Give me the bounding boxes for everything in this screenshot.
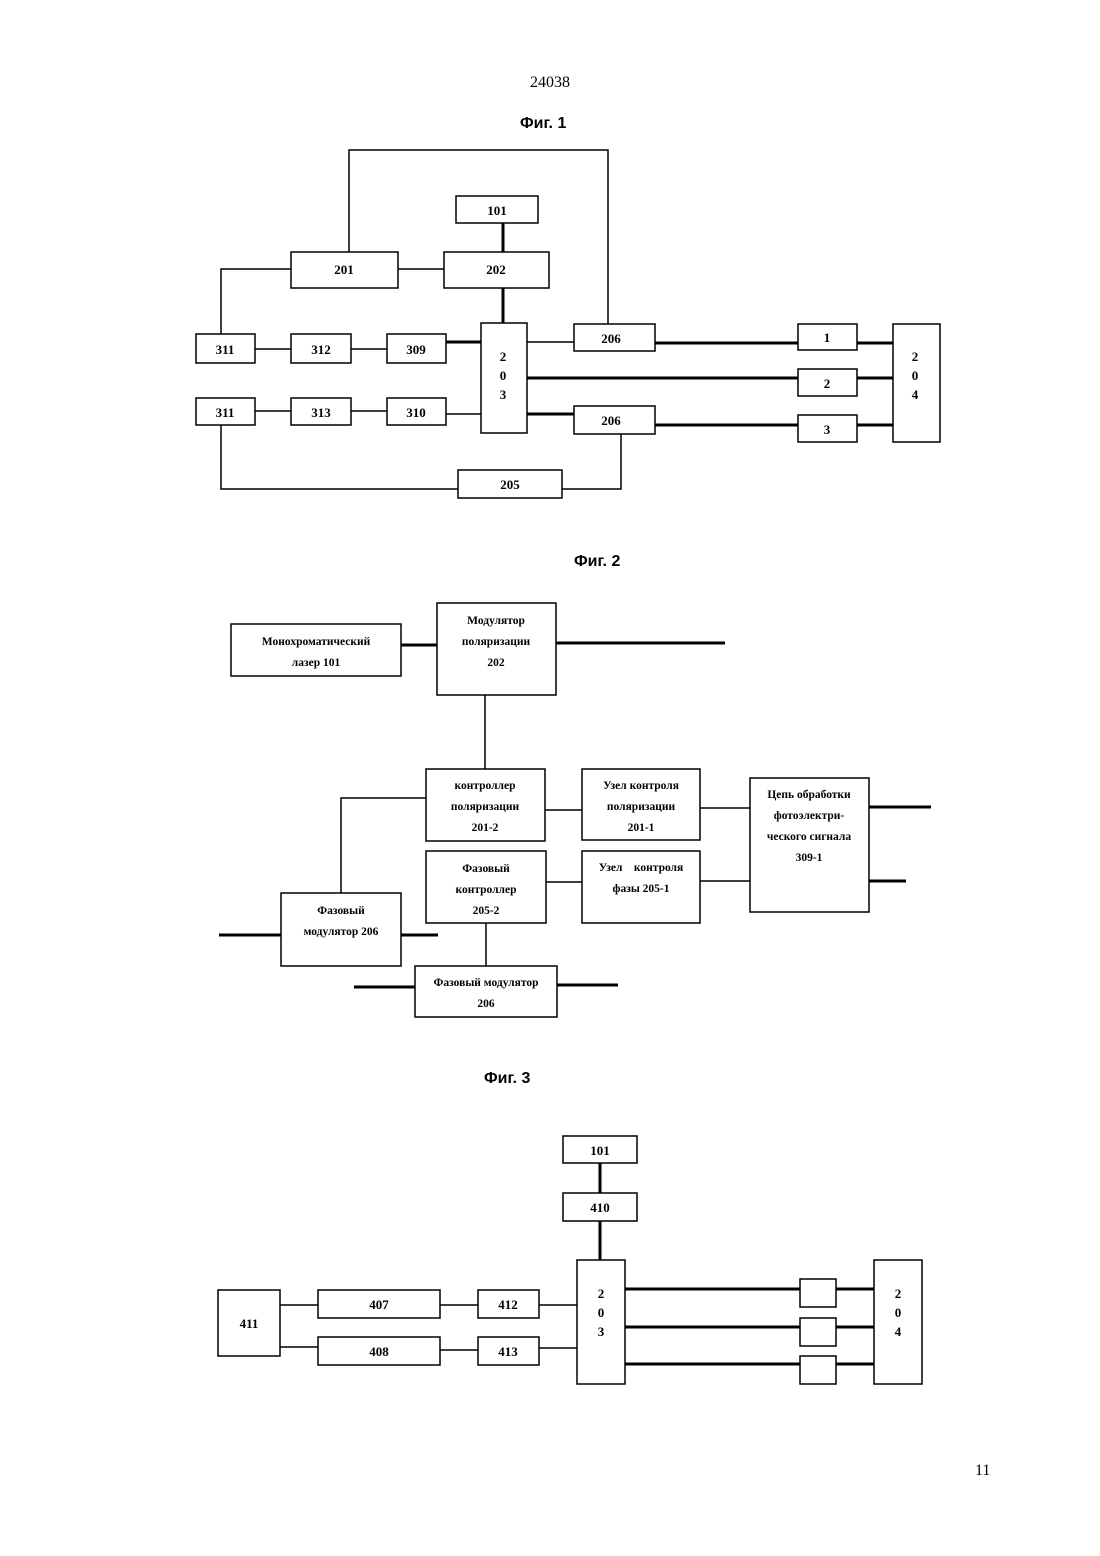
fig1-block-204	[893, 324, 940, 442]
fig1-label-313: 313	[311, 405, 331, 420]
fig3-label-203-1: 2	[598, 1286, 605, 1301]
fig2-label-phasectrl-3: 205-2	[473, 905, 500, 917]
fig2-link-controller-phasemod	[341, 798, 426, 893]
fig3-label-101: 101	[590, 1143, 610, 1158]
fig2-label-phasemod-bottom-1: Фазовый модулятор	[433, 977, 538, 989]
fig1-label-1: 1	[824, 330, 831, 345]
fig1-link-205-206	[562, 434, 621, 489]
fig1-label-201: 201	[334, 262, 354, 277]
fig3-block-203	[577, 1260, 625, 1384]
fig1-label-203-3: 3	[500, 387, 507, 402]
fig3-label-412: 412	[498, 1297, 518, 1312]
fig2-label-phasemod-left-2: модулятор 206	[304, 926, 379, 938]
fig2-label-polnode-2: поляризации	[607, 801, 676, 813]
fig1-link-201-206	[349, 150, 608, 324]
fig2-label-polnode-1: Узел контроля	[603, 780, 679, 792]
fig1-label-204-1: 2	[912, 349, 919, 364]
fig3-block-unlabeled-3	[800, 1356, 836, 1384]
fig2-label-polnode-3: 201-1	[628, 822, 655, 834]
fig1-label-206b: 206	[601, 413, 621, 428]
fig3-label-204-2: 0	[895, 1305, 902, 1320]
fig2-label-polctrl-3: 201-2	[472, 822, 499, 834]
fig1-label-3: 3	[824, 422, 831, 437]
fig2-label-phasectrl-2: контроллер	[455, 884, 516, 896]
fig2-label-phasenode-1: Узел контроля	[599, 862, 683, 874]
fig1-label-310: 310	[406, 405, 426, 420]
fig3-block-unlabeled-1	[800, 1279, 836, 1307]
fig3-label-408: 408	[369, 1344, 389, 1359]
fig3-label-204-1: 2	[895, 1286, 902, 1301]
fig1-link-201-311	[221, 269, 291, 334]
fig2-label-phasenode-2: фазы 205-1	[612, 883, 669, 895]
fig1-label-312: 312	[311, 342, 331, 357]
fig1-diagram: 101 201 202 311 312 309 311 313 310 2 0 …	[196, 150, 940, 498]
fig2-label-circuit-4: 309-1	[796, 852, 823, 864]
fig1-label-311b: 311	[216, 405, 235, 420]
fig2-label-phasemod-bottom-2: 206	[477, 998, 495, 1010]
fig3-label-407: 407	[369, 1297, 389, 1312]
fig3-label-413: 413	[498, 1344, 518, 1359]
fig3-label-204-3: 4	[895, 1324, 902, 1339]
fig2-label-polmod-2: поляризации	[462, 636, 531, 648]
fig3-label-410: 410	[590, 1200, 610, 1215]
fig3-diagram: 101 410 411 407 408 412 413 2 0 3 2 0 4	[218, 1136, 922, 1384]
fig3-block-unlabeled-2	[800, 1318, 836, 1346]
fig3-label-411: 411	[240, 1316, 259, 1331]
fig2-label-polmod-1: Модулятор	[467, 615, 525, 627]
fig1-label-204-3: 4	[912, 387, 919, 402]
fig3-label-203-3: 3	[598, 1324, 605, 1339]
fig1-label-204-2: 0	[912, 368, 919, 383]
fig1-label-311a: 311	[216, 342, 235, 357]
fig1-link-311-205	[221, 425, 458, 489]
fig2-label-circuit-3: ческого сигнала	[767, 831, 852, 843]
fig1-label-206a: 206	[601, 331, 621, 346]
fig1-label-203-1: 2	[500, 349, 507, 364]
fig3-label-203-2: 0	[598, 1305, 605, 1320]
fig2-label-laser-1: Монохроматический	[262, 636, 371, 648]
fig2-label-polmod-3: 202	[487, 657, 505, 669]
fig3-block-204	[874, 1260, 922, 1384]
fig1-label-203-2: 0	[500, 368, 507, 383]
fig2-label-polctrl-2: поляризации	[451, 801, 520, 813]
fig1-label-2: 2	[824, 376, 831, 391]
fig2-label-polctrl-1: контроллер	[454, 780, 515, 792]
fig1-label-205: 205	[500, 477, 520, 492]
fig1-label-101: 101	[487, 203, 507, 218]
fig2-label-laser-2: лазер 101	[292, 657, 341, 669]
fig2-label-phasectrl-1: Фазовый	[462, 863, 510, 875]
fig2-diagram: Монохроматический лазер 101 Модулятор по…	[219, 603, 931, 1017]
fig2-label-phasemod-left-1: Фазовый	[317, 905, 365, 917]
fig1-label-309: 309	[406, 342, 426, 357]
fig2-label-circuit-1: Цепь обработки	[767, 789, 851, 801]
fig1-label-202: 202	[486, 262, 506, 277]
fig2-label-circuit-2: фотоэлектри-	[774, 810, 845, 822]
